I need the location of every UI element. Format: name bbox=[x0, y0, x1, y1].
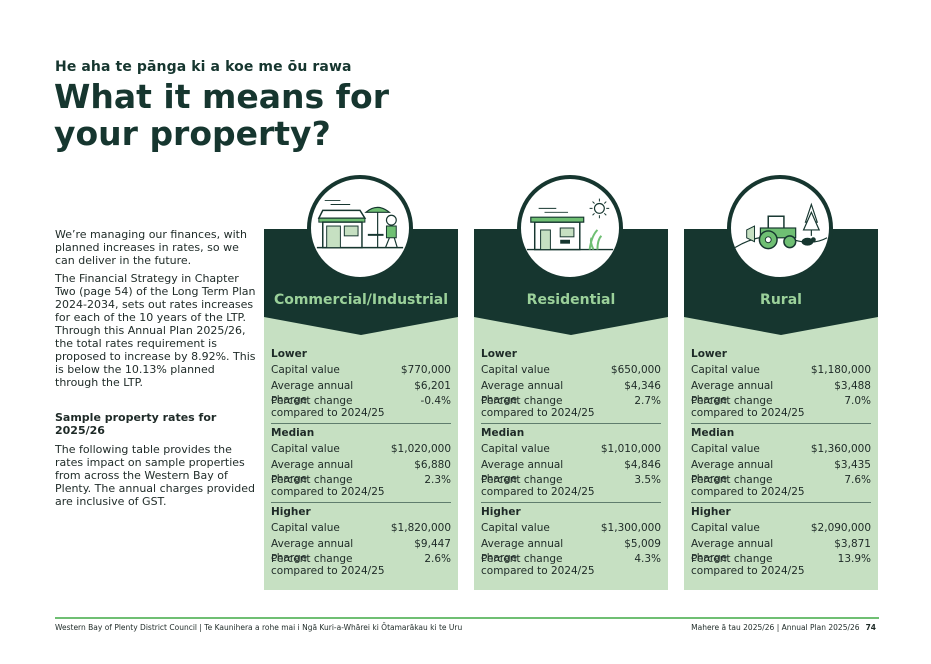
rates-table: Lower Capital value $770,000 Average annu… bbox=[271, 347, 451, 581]
annual-charge: $9,447 bbox=[414, 538, 451, 550]
card-commercial: Commercial/Industrial Lower Capital valu… bbox=[264, 175, 458, 590]
group-label-median: Median bbox=[271, 427, 315, 439]
footer-divider bbox=[55, 617, 879, 619]
percent-change-label: Percent change compared to 2024/25 bbox=[691, 395, 805, 419]
card-residential: Residential Lower Capital value $650,000 … bbox=[474, 175, 668, 590]
percent-change-label: Percent change compared to 2024/25 bbox=[271, 395, 385, 419]
percent-change-label: Percent change compared to 2024/25 bbox=[481, 395, 595, 419]
percent-change-label: Percent change compared to 2024/25 bbox=[271, 553, 385, 577]
annual-charge-label: Average annual charge bbox=[691, 538, 774, 564]
percent-change: 2.3% bbox=[424, 474, 451, 486]
annual-charge-label: Average annual charge bbox=[481, 459, 564, 485]
annual-charge: $4,346 bbox=[624, 380, 661, 392]
percent-change-label: Percent change compared to 2024/25 bbox=[271, 474, 385, 498]
divider bbox=[271, 423, 451, 424]
divider bbox=[691, 423, 871, 424]
intro-paragraph-3: The following table provides the rates i… bbox=[55, 443, 255, 508]
capital-value-label: Capital value bbox=[691, 443, 760, 455]
annual-charge: $3,488 bbox=[834, 380, 871, 392]
capital-value-label: Capital value bbox=[271, 364, 340, 376]
capital-value-label: Capital value bbox=[271, 443, 340, 455]
percent-change: 4.3% bbox=[634, 553, 661, 565]
group-label-higher: Higher bbox=[481, 506, 521, 518]
intro-paragraph-1: We’re managing our finances, with planne… bbox=[55, 228, 247, 267]
capital-value: $1,020,000 bbox=[390, 443, 451, 455]
annual-charge: $3,435 bbox=[834, 459, 871, 471]
annual-charge-label: Average annual charge bbox=[271, 538, 354, 564]
group-label-median: Median bbox=[481, 427, 525, 439]
card-title: Commercial/Industrial bbox=[273, 292, 449, 308]
divider bbox=[271, 502, 451, 503]
page-number: 74 bbox=[865, 623, 876, 632]
percent-change-label: Percent change compared to 2024/25 bbox=[691, 553, 805, 577]
capital-value-label: Capital value bbox=[271, 522, 340, 534]
house-icon bbox=[517, 175, 623, 281]
capital-value: $1,300,000 bbox=[600, 522, 661, 534]
capital-value: $1,360,000 bbox=[810, 443, 871, 455]
annual-charge: $5,009 bbox=[624, 538, 661, 550]
percent-change: -0.4% bbox=[420, 395, 451, 407]
sample-rates-heading: Sample property rates for 2025/26 bbox=[55, 411, 217, 437]
group-label-higher: Higher bbox=[691, 506, 731, 518]
percent-change: 7.6% bbox=[844, 474, 871, 486]
divider bbox=[481, 423, 661, 424]
capital-value: $2,090,000 bbox=[810, 522, 871, 534]
card-body bbox=[684, 317, 878, 590]
card-rural: Rural Lower Capital value $1,180,000 Aver… bbox=[684, 175, 878, 590]
annual-charge-label: Average annual charge bbox=[271, 459, 354, 485]
annual-charge: $3,871 bbox=[834, 538, 871, 550]
percent-change: 13.9% bbox=[837, 553, 871, 565]
card-title: Residential bbox=[526, 292, 616, 308]
card-body bbox=[264, 317, 458, 590]
card-body bbox=[474, 317, 668, 590]
capital-value: $770,000 bbox=[400, 364, 451, 376]
annual-charge: $6,201 bbox=[414, 380, 451, 392]
percent-change-label: Percent change compared to 2024/25 bbox=[481, 474, 595, 498]
percent-change: 2.7% bbox=[634, 395, 661, 407]
capital-value: $1,010,000 bbox=[600, 443, 661, 455]
group-label-lower: Lower bbox=[691, 348, 727, 360]
group-label-median: Median bbox=[691, 427, 735, 439]
tractor-icon bbox=[727, 175, 833, 281]
intro-paragraph-2: The Financial Strategy in Chapter Two (p… bbox=[55, 272, 256, 389]
footer-plan-label: Mahere ā tau 2025/26 | Annual Plan 2025/… bbox=[691, 623, 860, 632]
divider bbox=[691, 502, 871, 503]
group-label-lower: Lower bbox=[481, 348, 517, 360]
annual-charge-label: Average annual charge bbox=[691, 380, 774, 406]
annual-charge: $4,846 bbox=[624, 459, 661, 471]
annual-charge-label: Average annual charge bbox=[691, 459, 774, 485]
percent-change: 2.6% bbox=[424, 553, 451, 565]
percent-change: 7.0% bbox=[844, 395, 871, 407]
page-title: What it means for your property? bbox=[54, 77, 389, 153]
divider bbox=[481, 502, 661, 503]
footer-plan: Mahere ā tau 2025/26 | Annual Plan 2025/… bbox=[691, 623, 876, 632]
percent-change: 3.5% bbox=[634, 474, 661, 486]
rates-table: Lower Capital value $1,180,000 Average an… bbox=[691, 347, 871, 581]
intro-text: We’re managing our finances, with planne… bbox=[55, 228, 260, 513]
capital-value: $1,180,000 bbox=[810, 364, 871, 376]
capital-value-label: Capital value bbox=[481, 443, 550, 455]
percent-change-label: Percent change compared to 2024/25 bbox=[481, 553, 595, 577]
group-label-higher: Higher bbox=[271, 506, 311, 518]
footer-council: Western Bay of Plenty District Council |… bbox=[55, 623, 463, 632]
annual-charge: $6,880 bbox=[414, 459, 451, 471]
capital-value-label: Capital value bbox=[481, 364, 550, 376]
rates-table: Lower Capital value $650,000 Average annu… bbox=[481, 347, 661, 581]
subtitle: He aha te pānga ki a koe me ōu rawa bbox=[55, 59, 352, 75]
capital-value-label: Capital value bbox=[691, 522, 760, 534]
card-title: Rural bbox=[760, 292, 802, 308]
percent-change-label: Percent change compared to 2024/25 bbox=[691, 474, 805, 498]
capital-value-label: Capital value bbox=[481, 522, 550, 534]
shop-icon bbox=[307, 175, 413, 281]
annual-charge-label: Average annual charge bbox=[271, 380, 354, 406]
group-label-lower: Lower bbox=[271, 348, 307, 360]
annual-charge-label: Average annual charge bbox=[481, 538, 564, 564]
annual-charge-label: Average annual charge bbox=[481, 380, 564, 406]
capital-value: $1,820,000 bbox=[390, 522, 451, 534]
capital-value: $650,000 bbox=[610, 364, 661, 376]
capital-value-label: Capital value bbox=[691, 364, 760, 376]
